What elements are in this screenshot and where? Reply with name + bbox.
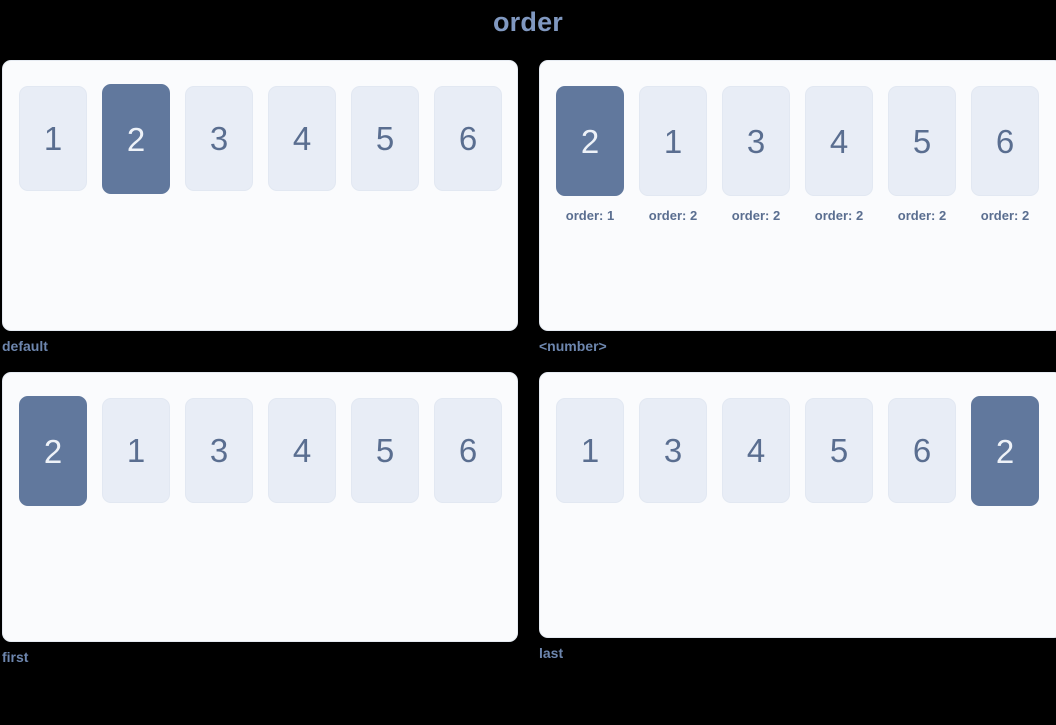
flex-item-cell: 6 [434, 398, 502, 503]
flex-item-cell: 3 [185, 86, 253, 191]
caption-number: <number> [539, 338, 607, 354]
demo-number: 2 order: 1 1 order: 2 3 order: 2 4 order: 2 5 ord… [539, 60, 1056, 356]
flex-item-highlighted[interactable]: 2 [556, 86, 624, 196]
flex-item-cell: 6 [888, 398, 956, 503]
flex-item[interactable]: 5 [351, 398, 419, 503]
flex-item-highlighted[interactable]: 2 [102, 84, 170, 194]
flex-item-cell: 5 order: 2 [888, 86, 956, 225]
flex-item[interactable]: 5 [888, 86, 956, 196]
flex-item-cell: 3 order: 2 [722, 86, 790, 225]
flex-item-cell: 2 [971, 396, 1039, 506]
caption-first: first [2, 649, 29, 665]
flex-item-cell: 2 [19, 396, 87, 506]
flex-item[interactable]: 3 [722, 86, 790, 196]
flex-item-cell: 4 order: 2 [805, 86, 873, 225]
flex-item-cell: 1 [102, 398, 170, 503]
flex-item[interactable]: 1 [102, 398, 170, 503]
flex-item[interactable]: 4 [722, 398, 790, 503]
flex-item-order-label: order: 2 [814, 208, 864, 223]
flex-item-order-label: order: 2 [897, 208, 947, 223]
flex-item[interactable]: 1 [556, 398, 624, 503]
flex-item[interactable]: 4 [268, 398, 336, 503]
flex-item-cell: 1 order: 2 [639, 86, 707, 225]
flex-item-cell: 4 [268, 398, 336, 503]
flex-item-cell: 1 [556, 398, 624, 503]
flex-item[interactable]: 6 [888, 398, 956, 503]
flex-item-cell: 6 [434, 86, 502, 191]
flex-item-cell: 5 [351, 86, 419, 191]
flex-item[interactable]: 5 [805, 398, 873, 503]
caption-default: default [2, 338, 48, 354]
flex-item-order-label: order: 2 [731, 208, 781, 223]
flex-item-cell: 1 [19, 86, 87, 191]
flex-item-cell: 4 [268, 86, 336, 191]
page-title: order [492, 7, 564, 37]
flex-item[interactable]: 3 [185, 398, 253, 503]
flex-item-cell: 3 [185, 398, 253, 503]
caption-last: last [539, 645, 564, 661]
flex-item[interactable]: 6 [434, 398, 502, 503]
flex-item[interactable]: 5 [351, 86, 419, 191]
flex-item-cell: 2 [102, 84, 170, 194]
flex-item-cell: 2 order: 1 [556, 86, 624, 225]
flex-item-cell: 5 [805, 398, 873, 503]
flex-item[interactable]: 1 [639, 86, 707, 196]
flex-item-order-label: order: 2 [648, 208, 698, 223]
flex-item-cell: 4 [722, 398, 790, 503]
flex-item[interactable]: 3 [185, 86, 253, 191]
flex-item[interactable]: 4 [805, 86, 873, 196]
flex-item-cell: 5 [351, 398, 419, 503]
flex-item[interactable]: 4 [268, 86, 336, 191]
flex-item[interactable]: 3 [639, 398, 707, 503]
flex-item-highlighted[interactable]: 2 [19, 396, 87, 506]
flex-item-order-label: order: 1 [565, 208, 615, 223]
flex-item-cell: 3 [639, 398, 707, 503]
flex-item[interactable]: 6 [971, 86, 1039, 196]
flex-item[interactable]: 6 [434, 86, 502, 191]
flex-item-cell: 6 order: 2 [971, 86, 1039, 225]
flex-container-number: 2 order: 1 1 order: 2 3 order: 2 4 order: 2 5 ord… [539, 60, 1056, 331]
flex-item-order-label: order: 2 [980, 208, 1030, 223]
flex-item-highlighted[interactable]: 2 [971, 396, 1039, 506]
flex-item[interactable]: 1 [19, 86, 87, 191]
